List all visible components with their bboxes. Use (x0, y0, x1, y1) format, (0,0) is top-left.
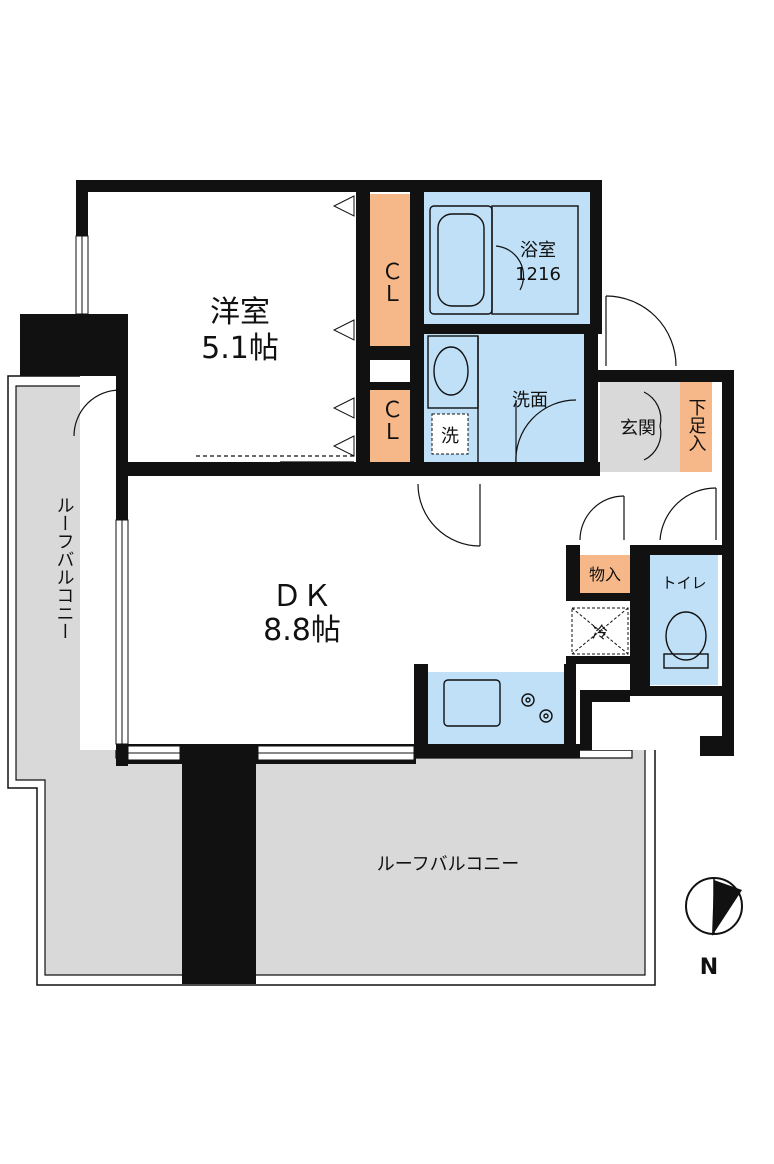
compass-label: N (700, 955, 718, 980)
fridge-label: 冷 (592, 623, 608, 642)
toilet-fixture (663, 611, 709, 669)
closet-lower-label: ＣＬ (378, 398, 403, 442)
dk-size: 8.8帖 (263, 613, 341, 648)
entrance-floor (600, 380, 680, 472)
shoe-box-label: 下足入 (686, 398, 707, 452)
roof-balcony-bottom-label: ルーフバルコニー (377, 854, 520, 875)
western-room-size: 5.1帖 (201, 331, 279, 366)
laundry-label: 洗 (441, 426, 459, 447)
doors (73, 245, 717, 547)
kitchen-sink (443, 679, 501, 727)
closet-upper-floor (370, 194, 410, 346)
closet-door-marks (332, 195, 355, 457)
windows (75, 235, 415, 761)
stove-burners (521, 693, 553, 723)
storage-floor (580, 555, 630, 593)
closet-lower-floor (370, 386, 410, 462)
washroom-label: 洗面 (512, 390, 548, 411)
bathtub (429, 205, 579, 315)
toilet-label: トイレ (661, 574, 706, 592)
entrance-label: 玄関 (620, 418, 656, 439)
bath-name: 浴室 (520, 240, 556, 261)
dk-name: ＤＫ (272, 579, 332, 614)
closet-upper-label: ＣＬ (378, 260, 403, 304)
kitchen-counter (426, 672, 564, 744)
fridge-cross (571, 607, 629, 655)
toilet-floor (646, 555, 718, 685)
washbasin (427, 335, 479, 464)
bath-size: 1216 (515, 264, 561, 285)
roof-balcony-left-label: ルーフバルコニー (54, 496, 75, 640)
north-compass-icon (685, 877, 743, 936)
bath-floor (422, 190, 594, 324)
western-room-name: 洋室 (210, 295, 270, 330)
laundry-box (431, 413, 469, 455)
storage-label: 物入 (589, 565, 621, 584)
shoe-box-floor (680, 380, 712, 472)
